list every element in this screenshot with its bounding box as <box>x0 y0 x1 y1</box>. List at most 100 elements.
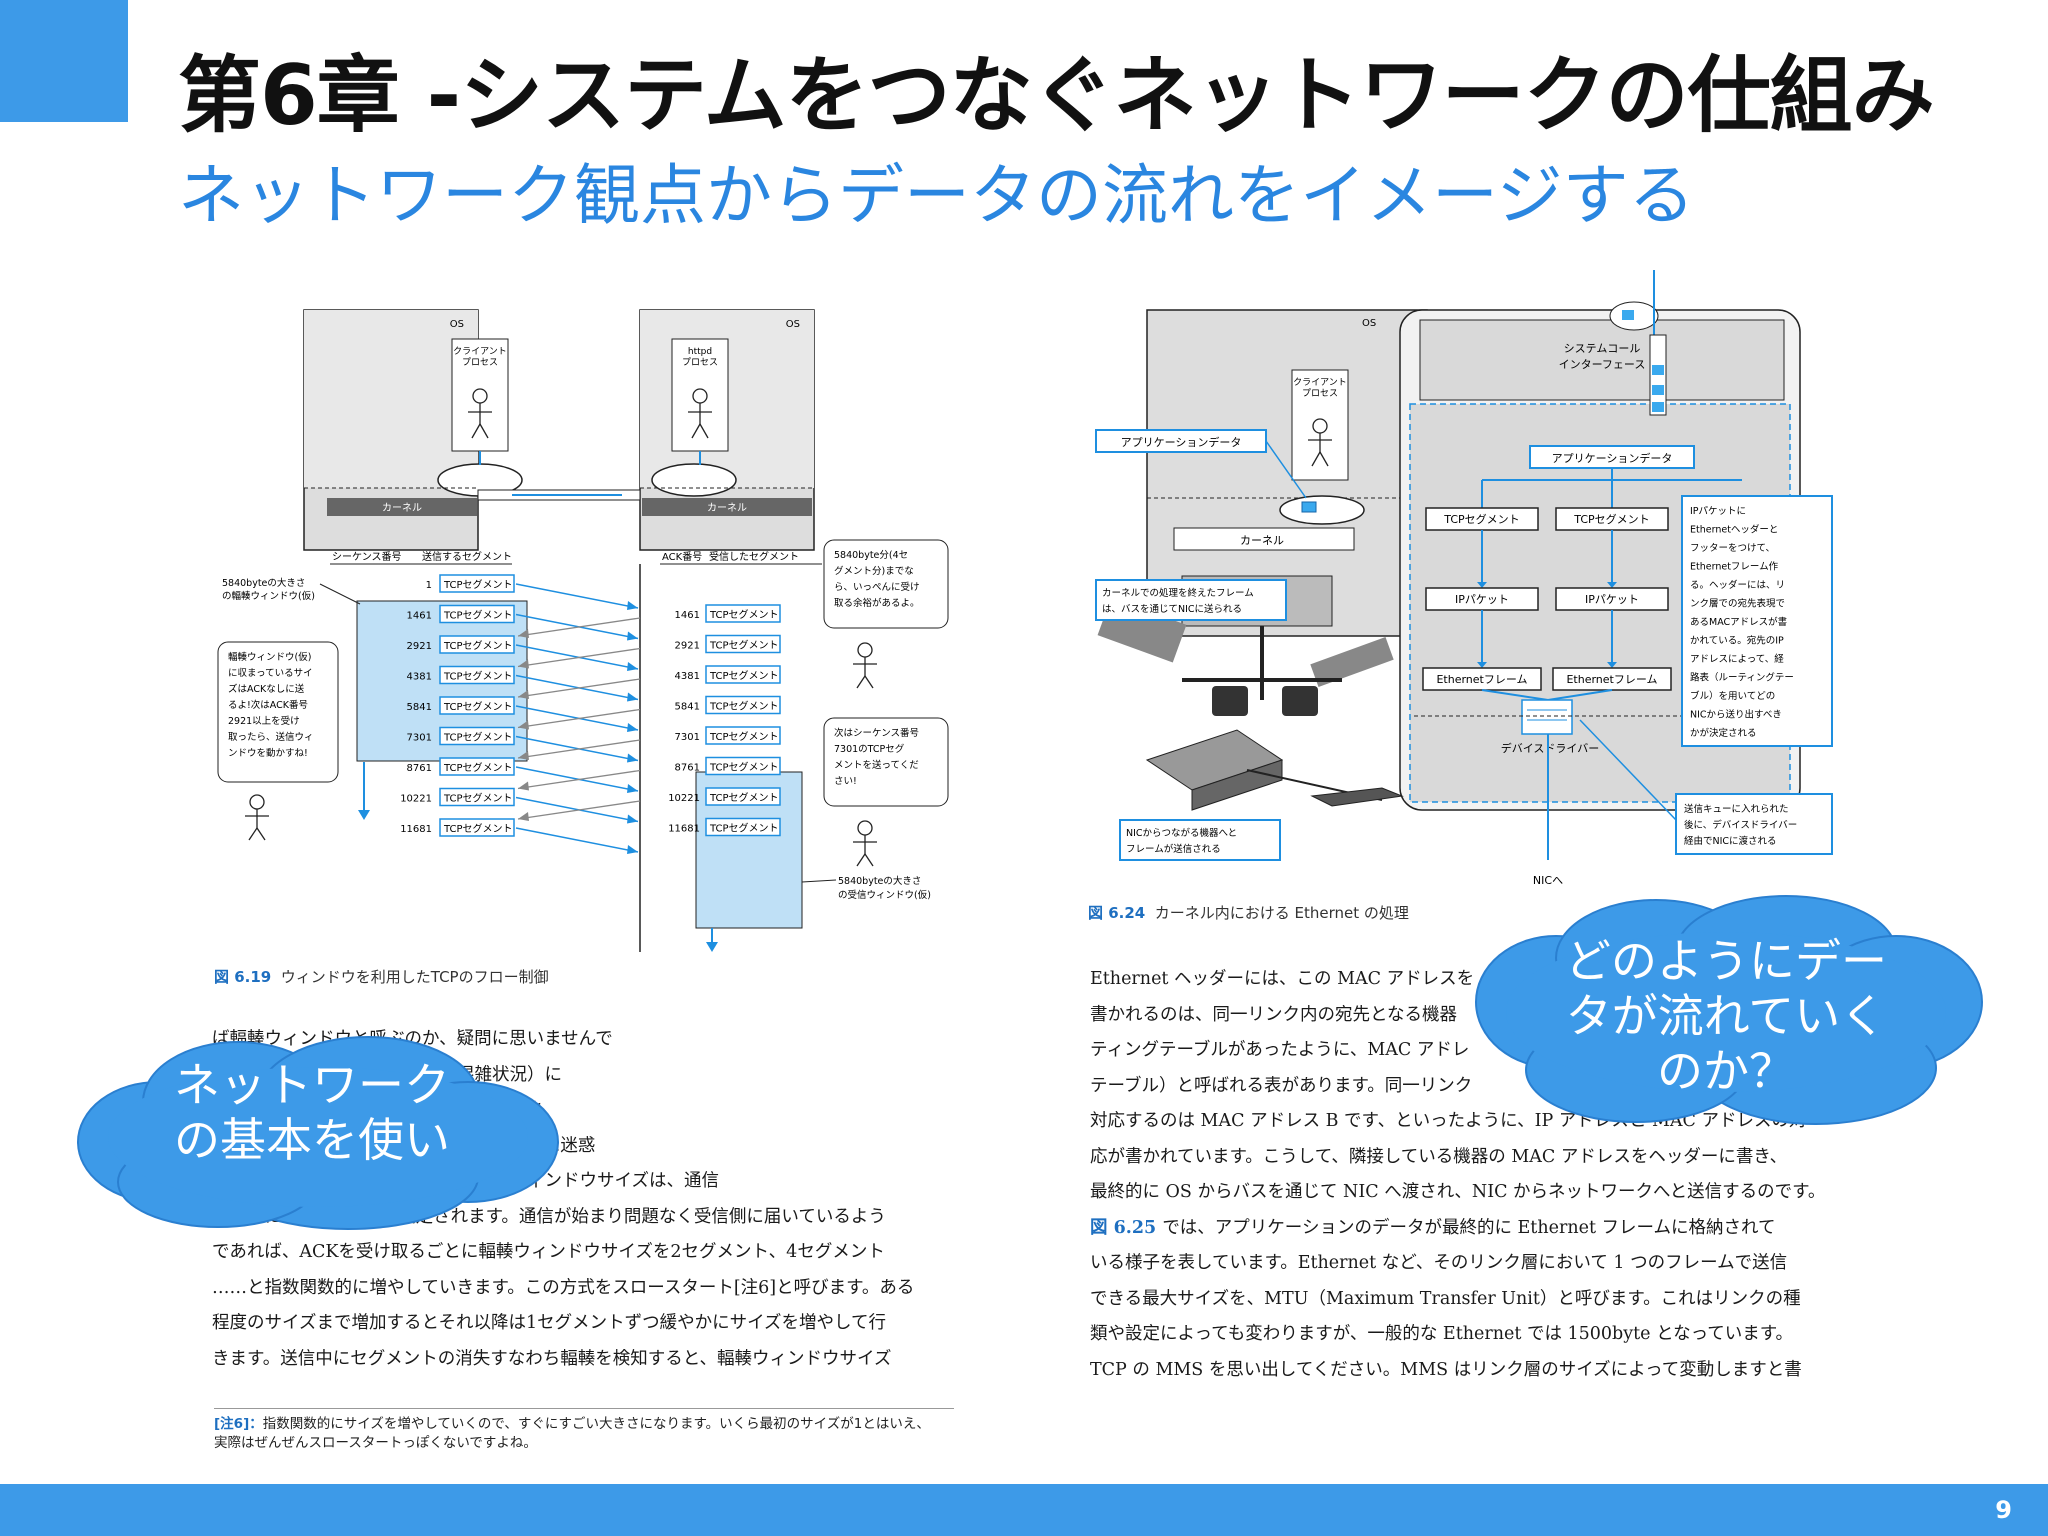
svg-text:フレームが送信される: フレームが送信される <box>1126 843 1221 855</box>
person-icon-receiver1 <box>853 642 877 689</box>
kernel-bar-right <box>642 498 812 516</box>
person-icon-client <box>468 388 492 439</box>
figure-caption-right-text: カーネル内における Ethernet の処理 <box>1154 904 1409 922</box>
tcp-segment-box <box>439 787 515 807</box>
seq-number: 4381 <box>407 672 432 683</box>
tcp-segment-label: TCPセグメント <box>443 670 513 683</box>
send-arrow <box>515 644 639 670</box>
person-icon-sender <box>245 794 269 841</box>
figure-caption-left: 図 6.19 ウィンドウを利用したTCPのフロー制御 <box>214 966 549 987</box>
seq-number: 8761 <box>407 763 432 774</box>
speech-bubble-right2 <box>823 717 949 807</box>
seq-number: 1 <box>426 580 432 591</box>
tcp-segment-label: TCPセグメント <box>709 822 779 835</box>
tcp-segment-box <box>439 757 515 776</box>
tcp-segment-label: TCPセグメント <box>709 700 779 713</box>
person-icon-server <box>688 388 712 439</box>
svg-text:の輻輳ウィンドウ(仮): の輻輳ウィンドウ(仮) <box>222 590 315 602</box>
seq-header: シーケンス番号 <box>332 551 402 563</box>
note-ip-line: かが決定される <box>1690 727 1757 739</box>
slide-title: 第6章 -システムをつなぐネットワークの仕組み <box>178 47 1935 144</box>
svg-text:クライアント: クライアント <box>1293 377 1347 388</box>
tcp-segment-label: TCPセグメント <box>709 669 779 682</box>
slide-subtitle: ネットワーク観点からデータの流れをイメージする <box>178 157 1695 234</box>
svg-text:グメント分)までな: グメント分)までな <box>834 565 914 577</box>
tcp-segment-label: TCPセグメント <box>443 639 513 652</box>
svg-text:アプリケーションデータ: アプリケーションデータ <box>1552 451 1673 465</box>
svg-text:取ったら、送信ウィ: 取ったら、送信ウィ <box>228 731 314 743</box>
tcp-segment-box <box>705 695 781 715</box>
syscall-label: システムコール <box>1564 342 1641 355</box>
svg-text:プロセス: プロセス <box>462 357 498 368</box>
note-ip-line: る。ヘッダーには、リ <box>1690 579 1785 591</box>
note-ip-line: ブル）を用いてどの <box>1690 690 1775 702</box>
stack-layer-label: TCPセグメント <box>1443 512 1519 526</box>
body-line: いる様子を表しています。Ethernet など、そのリンク層において 1 つのフ… <box>1090 1253 1788 1273</box>
ethernet-processing-diagram: OS クライアント プロセス カーネル アプリケーションデータ システムコール … <box>1095 270 1833 887</box>
ack-number: 11681 <box>668 824 700 835</box>
ack-arrow <box>517 769 641 790</box>
svg-text:プロセス: プロセス <box>1302 388 1338 399</box>
svg-text:カーネルでの処理を終えたフレーム: カーネルでの処理を終えたフレーム <box>1102 587 1254 599</box>
body-line: であれば、ACKを受け取るごとに輻輳ウィンドウサイズを2セグメント、4セグメント <box>212 1242 885 1262</box>
body-line: できる最大サイズを、MTU（Maximum Transfer Unit）と呼びま… <box>1090 1288 1801 1309</box>
seq-number: 10221 <box>400 794 432 805</box>
svg-text:7301のTCPセグ: 7301のTCPセグ <box>834 743 905 755</box>
ack-number: 4381 <box>675 671 700 682</box>
body-line: 応が書かれています。こうして、隣接している機器の MAC アドレスをヘッダーに書… <box>1090 1146 1788 1167</box>
seq-number: 5841 <box>407 702 432 713</box>
svg-text:経由でNICに渡される: 経由でNICに渡される <box>1684 835 1777 847</box>
recv-header: 受信したセグメント <box>709 550 799 563</box>
tcp-segment-box <box>705 634 781 654</box>
svg-text:アプリケーションデータ: アプリケーションデータ <box>1121 435 1242 449</box>
body-line: Ethernet ヘッダーには、この MAC アドレスを <box>1090 969 1475 989</box>
send-arrow <box>515 705 639 731</box>
note-recv-window: 5840byteの大きさ <box>838 875 921 887</box>
os-label-right: OS <box>786 319 800 330</box>
body-line: テーブル）と呼ばれる表があります。同一リンク <box>1090 1075 1473 1096</box>
tcp-segment-label: TCPセグメント <box>443 578 513 591</box>
note-queue-box <box>1675 793 1833 855</box>
svg-text:は、バスを通じてNICに送られる: は、バスを通じてNICに送られる <box>1102 603 1242 615</box>
ack-arrow <box>517 678 641 698</box>
body-line: 最終的に OS からバスを通じて NIC へ渡され、NIC からネットワークへと… <box>1090 1182 1826 1202</box>
send-arrow <box>515 583 639 609</box>
tcp-segment-box <box>439 818 515 837</box>
body-line: 程度のサイズまで増加するとそれ以降は1セグメントずつ緩やかにサイズを増やして行 <box>212 1313 887 1333</box>
send-arrow <box>515 827 639 853</box>
tcp-segment-label: TCPセグメント <box>709 730 779 743</box>
note-ip-line: IPパケットに <box>1690 506 1746 517</box>
svg-text:プロセス: プロセス <box>682 357 718 368</box>
send-arrow <box>515 766 639 792</box>
ack-number: 5841 <box>675 702 700 713</box>
svg-text:インターフェース: インターフェース <box>1559 358 1646 371</box>
svg-text:送信キューに入れられた: 送信キューに入れられた <box>1684 803 1789 815</box>
note-ip-line: ンク層での宛先表現で <box>1690 598 1785 610</box>
body-line: きます。送信中にセグメントの消失すなわち輻輳を検知すると、輻輳ウィンドウサイズ <box>212 1348 892 1369</box>
ack-number: 2921 <box>675 641 700 652</box>
svg-text:次はシーケンス番号: 次はシーケンス番号 <box>834 727 919 739</box>
callout-text-right: どのようにデー タが流れていく のか？ <box>1565 934 1887 1098</box>
tcp-segment-box <box>439 665 515 685</box>
svg-text:ンドウを動かすね!: ンドウを動かすね! <box>228 748 308 759</box>
svg-text:カーネル: カーネル <box>707 502 747 514</box>
svg-text:5840byte分(4セ: 5840byte分(4セ <box>834 550 908 561</box>
svg-text:カーネル: カーネル <box>382 502 422 514</box>
note-ip-line: Ethernetヘッダーと <box>1690 524 1778 536</box>
figure-number-right: 図 6.24 <box>1088 904 1146 922</box>
callout-cloud-left <box>77 1036 559 1230</box>
seq-number: 1461 <box>407 611 432 622</box>
ack-arrow <box>517 617 641 637</box>
page-number: 9 <box>1995 1496 2012 1524</box>
note-window-line1: 5840byteの大きさ <box>222 577 305 589</box>
ack-number: 7301 <box>675 732 700 743</box>
figure-caption-text: ウィンドウを利用したTCPのフロー制御 <box>280 968 549 986</box>
footer-bar <box>0 1484 2048 1536</box>
svg-text:NICからつながる機器へと: NICからつながる機器へと <box>1126 827 1237 839</box>
svg-text:メントを送ってくだ: メントを送ってくだ <box>834 759 919 771</box>
tcp-segment-box <box>705 756 781 776</box>
svg-text:ら、いっぺんに受け: ら、いっぺんに受け <box>834 581 920 593</box>
send-arrow <box>515 674 639 701</box>
tcp-segment-box <box>439 574 515 593</box>
tcp-segment-label: TCPセグメント <box>443 822 513 835</box>
